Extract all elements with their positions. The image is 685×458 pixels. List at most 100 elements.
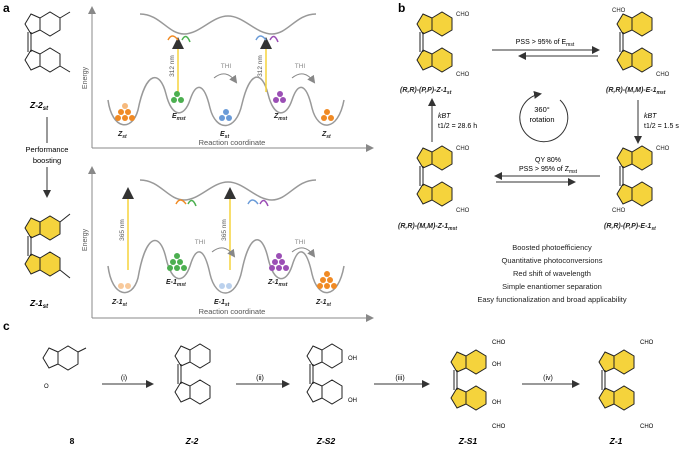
- bottom-state-4: Z-1mst: [267, 279, 288, 288]
- compound-zs1-label: Z-S1: [458, 436, 478, 446]
- top-state-3: Est: [220, 131, 229, 140]
- bottom-state-2: E-1mst: [166, 279, 186, 288]
- compound-zs2: [306, 343, 343, 405]
- molecule-b-bottom-right: [616, 145, 653, 207]
- bottom-state-3: E-1st: [214, 299, 230, 308]
- top-reaction-label: Reaction coordinate: [199, 138, 266, 147]
- compound-z2-label: Z-2: [185, 436, 199, 446]
- oh-zs1-1: OH: [492, 362, 501, 368]
- cho-bl-2: CHO: [456, 208, 470, 214]
- cho-br-2: CHO: [612, 208, 626, 214]
- left-kbt: kBT: [438, 113, 451, 120]
- benefit-5: Easy functionalization and broad applica…: [477, 295, 627, 304]
- bottom-reaction-label: Reaction coordinate: [199, 307, 266, 316]
- label-b-bottom-right: (R,R)-(P,P)-E-1st: [604, 223, 656, 232]
- cho-zs1-2: CHO: [492, 424, 506, 430]
- bottom-population-z: [118, 283, 131, 289]
- bottom-population-est: [219, 283, 232, 289]
- top-decay-blue: [255, 35, 267, 41]
- cho-tr-2: CHO: [656, 72, 670, 78]
- arrow-label-line2: boosting: [33, 156, 61, 165]
- benefit-1: Boosted photoefficiency: [512, 243, 592, 252]
- bottom-energy-plot: Energy Reaction coordinate 365 nm 365 nm…: [82, 166, 374, 322]
- panel-c-label: c: [3, 319, 10, 333]
- bottom-molecule-label: Z-1st: [29, 298, 49, 310]
- bottom-ground-curve: [107, 239, 345, 294]
- benefit-3: Red shift of wavelength: [513, 269, 591, 278]
- top-energy-plot: Energy Reaction coordinate 312 nm 312 nm…: [82, 6, 374, 152]
- benefits-list: Boosted photoefficiency Quantitative pho…: [477, 243, 627, 304]
- top-light-label-1: 312 nm: [169, 55, 176, 77]
- rotation-label-1: 360°: [534, 105, 550, 114]
- top-decay-purple: [269, 35, 279, 43]
- left-half-life: t1/2 = 28.6 h: [438, 123, 477, 130]
- step-4-label: (iv): [543, 375, 553, 382]
- compound-z1: [598, 349, 635, 411]
- top-thi-arrow-2: [291, 73, 316, 84]
- bottom-thi-label-1: THI: [195, 239, 206, 246]
- bottom-decay-purple: [259, 199, 269, 207]
- cho-tl-1: CHO: [456, 12, 470, 18]
- oh-zs1-2: OH: [492, 400, 501, 406]
- cho-br-1: CHO: [656, 146, 670, 152]
- top-population-zmst: [273, 91, 286, 103]
- rotation-circle-icon: [519, 91, 569, 143]
- bottom-energy-label: Energy: [82, 228, 89, 251]
- top-energy-label: Energy: [82, 66, 89, 89]
- bottom-decay-orange: [175, 199, 187, 205]
- bottom-light-label-2: 365 nm: [221, 219, 228, 241]
- bottom-state-1: Z-1st: [111, 299, 127, 308]
- cho-zs1-1: CHO: [492, 340, 506, 346]
- top-arrow-label: PSS > 95% of Emst: [516, 39, 575, 48]
- top-thi-label-1: THI: [221, 63, 232, 70]
- oh-zs2-1: OH: [348, 356, 357, 362]
- panel-a-label: a: [3, 1, 10, 15]
- arrow-label-line1: Performance: [26, 145, 69, 154]
- label-b-bottom-left: (R,R)-(M,M)-Z-1mst: [398, 223, 457, 232]
- bottom-light-label-1: 365 nm: [119, 219, 126, 241]
- compound-8: [42, 345, 87, 371]
- top-ground-curve: [107, 76, 345, 127]
- top-state-4: Zmst: [273, 113, 288, 122]
- top-population-emst: [171, 91, 184, 103]
- top-population-est: [219, 109, 232, 121]
- rotation-label-2: rotation: [529, 115, 554, 124]
- bottom-population-emst: [167, 253, 187, 271]
- compound-z2: [174, 343, 211, 405]
- molecule-b-top-left: [416, 11, 453, 73]
- label-b-top-left: (R,R)-(P,P)-Z-1st: [400, 87, 452, 96]
- molecule-z2st: [24, 11, 71, 73]
- bottom-thi-label-2: THI: [295, 239, 306, 246]
- top-thi-label-2: THI: [295, 63, 306, 70]
- bottom-thi-arrow-2: [291, 247, 316, 258]
- molecule-b-top-right: [616, 11, 653, 73]
- benefit-4: Simple enantiomer separation: [502, 282, 602, 291]
- top-population-z: [115, 103, 135, 121]
- top-light-label-2: 312 nm: [257, 55, 264, 77]
- top-decay-orange: [167, 35, 179, 41]
- molecule-z1st: [24, 213, 71, 279]
- bottom-decay-blue: [247, 199, 259, 205]
- step-3-label: (iii): [395, 375, 404, 382]
- step-1-label: (i): [121, 375, 127, 382]
- top-state-2: Emst: [172, 113, 186, 122]
- bottom-decay-green: [187, 199, 197, 207]
- cho-z1-2: CHO: [640, 424, 654, 430]
- bottom-excited-curve: [139, 179, 317, 201]
- arrow-label-bg: [14, 143, 80, 167]
- oh-zs2-2: OH: [348, 398, 357, 404]
- top-molecule-label: Z-2st: [29, 100, 49, 112]
- top-state-1: Zst: [117, 131, 127, 140]
- top-state-5: Zst: [321, 131, 331, 140]
- right-kbt: kBT: [644, 113, 657, 120]
- top-thi-arrow-1: [213, 73, 238, 84]
- bottom-arrow-label: PSS > 95% of Zmst: [519, 166, 578, 175]
- bottom-thi-arrow-1: [211, 247, 236, 258]
- compound-8-label: 8: [70, 436, 75, 446]
- cho-z1-1: CHO: [640, 340, 654, 346]
- top-decay-green: [181, 35, 191, 43]
- cho-tr-1: CHO: [612, 8, 626, 14]
- bottom-population-zmst: [269, 253, 289, 271]
- molecule-b-bottom-left: [416, 145, 453, 207]
